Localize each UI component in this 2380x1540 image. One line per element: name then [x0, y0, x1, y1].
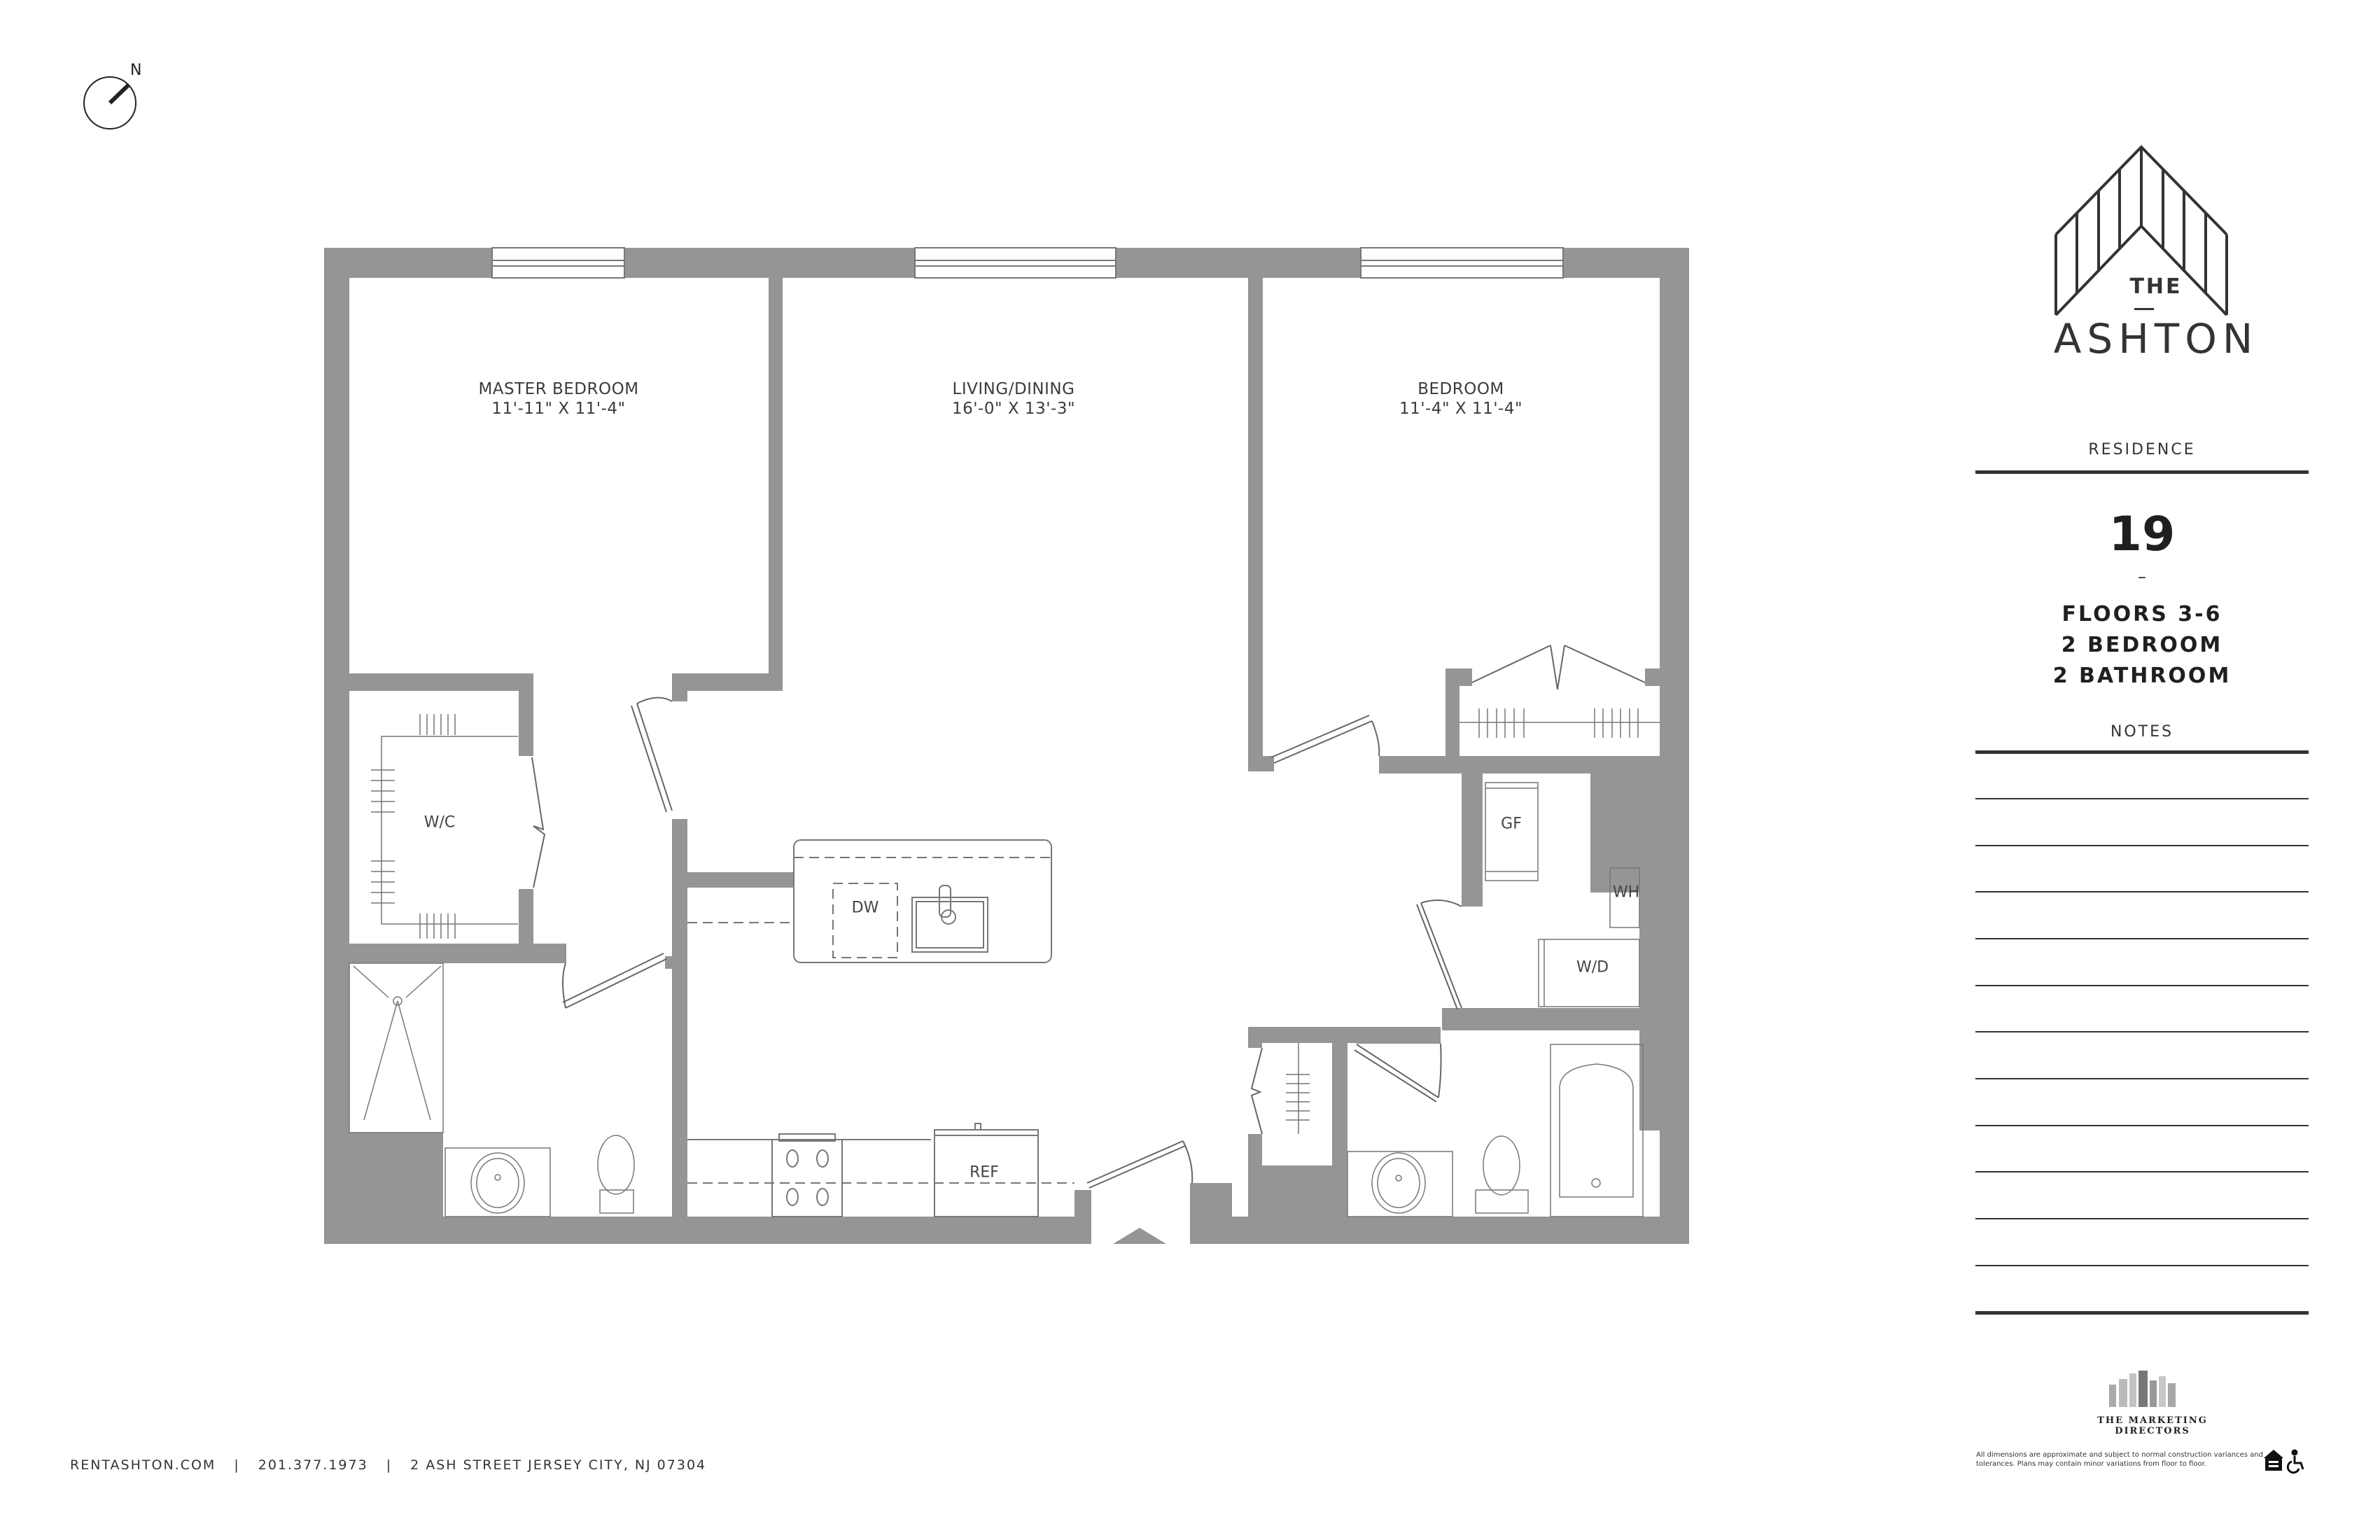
notes-rule-top	[1975, 750, 2309, 754]
separator: |	[386, 1457, 393, 1473]
notes-rule-bottom	[1975, 1311, 2309, 1315]
room-dims: 11'-4" X 11'-4"	[1399, 400, 1523, 418]
brand-the: THE	[2129, 274, 2183, 299]
room-dims: 11'-11" X 11'-4"	[491, 400, 626, 418]
residence-label: RESIDENCE	[2088, 441, 2196, 458]
separator: |	[234, 1457, 240, 1473]
laundry-fixtures	[1485, 782, 1640, 1007]
refrigerator-label: REF	[969, 1163, 999, 1182]
room-name: LIVING/DINING	[952, 380, 1075, 398]
residence-rule	[1975, 470, 2309, 474]
room-name: MASTER BEDROOM	[478, 380, 639, 398]
doors	[531, 645, 1646, 1189]
room-dims: 16'-0" X 13'-3"	[951, 400, 1076, 418]
notes-lines[interactable]	[1975, 798, 2309, 1266]
residence-dash: –	[2138, 567, 2146, 587]
entry-arrow-icon	[1113, 1228, 1166, 1244]
kitchen	[687, 839, 1074, 1217]
residence-bedrooms: 2 BEDROOM	[2061, 633, 2223, 657]
notes-label: NOTES	[2110, 723, 2174, 741]
residence-bathrooms: 2 BATHROOM	[2052, 664, 2232, 688]
washer-dryer-label: W/D	[1576, 958, 1609, 976]
phone-link[interactable]: 201.377.1973	[258, 1457, 368, 1473]
room-label-living-dining: LIVING/DINING 16'-0" X 13'-3"	[952, 379, 1075, 419]
water-heater-label: WH	[1612, 883, 1640, 902]
wic-label: W/C	[424, 813, 456, 832]
residence-floors: FLOORS 3-6	[2062, 602, 2222, 626]
north-arrow-icon	[83, 76, 136, 130]
north-label: N	[130, 62, 142, 79]
residence-number: 19	[2108, 507, 2176, 562]
windows	[491, 247, 1564, 279]
room-name: BEDROOM	[1418, 380, 1504, 398]
brand-dash	[2134, 308, 2154, 310]
gas-furnace-label: GF	[1501, 815, 1522, 833]
walls	[324, 248, 1689, 1244]
accessibility-icon	[2286, 1449, 2304, 1474]
room-label-bedroom: BEDROOM 11'-4" X 11'-4"	[1399, 379, 1522, 419]
marketing-company: THE MARKETING DIRECTORS	[2097, 1415, 2208, 1436]
ashton-chevron-logo-icon	[2054, 145, 2228, 316]
master-bath-fixtures	[349, 962, 635, 1217]
footer-contact: RENTASHTON.COM | 201.377.1973 | 2 ASH STREET…	[70, 1457, 706, 1473]
brand-name: ASHTON	[2053, 315, 2259, 363]
bath2-fixtures	[1347, 1044, 1644, 1217]
disclaimer: All dimensions are approximate and subje…	[1976, 1451, 2263, 1468]
website-link[interactable]: RENTASHTON.COM	[70, 1457, 216, 1473]
address: 2 ASH STREET JERSEY CITY, NJ 07304	[410, 1457, 707, 1473]
equal-housing-icon	[2264, 1450, 2283, 1471]
closet-fixtures	[371, 708, 1660, 1134]
marketing-skyline-logo-icon	[2109, 1371, 2176, 1407]
room-label-master-bedroom: MASTER BEDROOM 11'-11" X 11'-4"	[478, 379, 638, 419]
dishwasher-label: DW	[851, 899, 879, 917]
